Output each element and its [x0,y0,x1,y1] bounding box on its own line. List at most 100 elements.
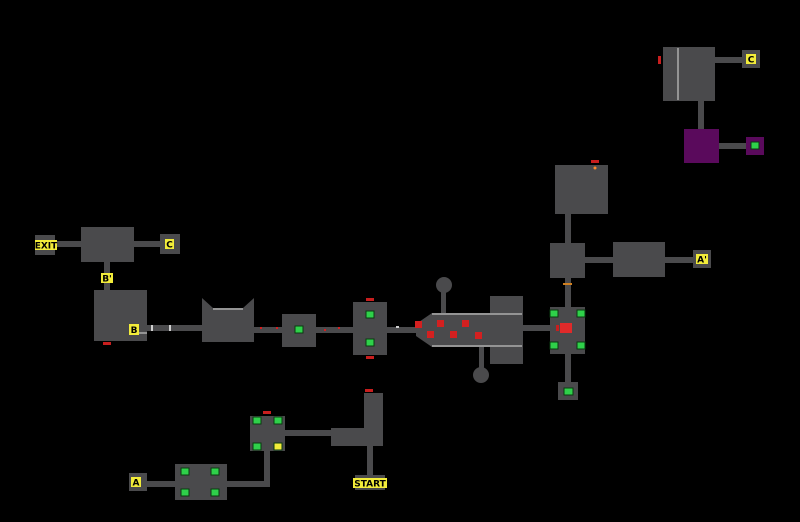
chest-icon [750,141,760,150]
label-start: START [353,478,387,490]
mark [276,327,278,329]
mark [324,329,326,331]
wall-details [133,48,679,347]
room [550,243,585,278]
label-a-right-bg [696,254,708,264]
label-b-top: B' [101,273,113,285]
room [555,165,608,214]
chest-icon [252,416,262,425]
corridor [316,327,353,333]
label-a-left-bg [131,477,141,487]
door [658,56,661,64]
chest-icon [180,467,190,476]
mark [396,326,399,328]
enemy-marker [427,331,434,338]
door [103,342,111,345]
room [331,393,383,446]
chest-icon [549,341,559,350]
corridor [565,353,571,383]
corridor [698,100,704,130]
label-c-top-text: C [748,56,755,66]
chest-icon [563,387,574,396]
room-purple [684,129,719,163]
enemy-marker-large [560,323,572,333]
label-a-right: A' [696,254,708,266]
enemy-marker [462,320,469,327]
label-c-top-bg [746,54,756,64]
mark [151,325,153,331]
label-exit-bg [35,240,57,250]
enemy-marker [475,332,482,339]
floor-marks [151,325,399,331]
chest-icon [273,416,283,425]
chest-icon [365,310,375,319]
room-round [436,277,452,293]
room [663,47,715,101]
corridor [285,430,333,436]
chest-icon [365,338,375,347]
enemy-marker [437,320,444,327]
door [365,389,373,392]
label-b-room-text: B [131,326,138,336]
chest-icon [252,442,262,451]
label-exit: EXIT [35,240,58,252]
label-b-top-text: B' [102,275,112,285]
enemy-marker [450,331,457,338]
chest-icon [576,341,586,350]
corridor [367,445,373,475]
mark [338,327,340,329]
corridor [147,325,202,331]
label-c-mid: C [165,239,174,251]
label-b-top-bg [101,273,113,283]
labels: EXIT C B' B A' C A START [35,54,756,490]
label-a-left-text: A [133,479,140,489]
chest-icon [180,488,190,497]
door-marker [593,166,597,170]
label-c-mid-bg [165,239,174,249]
label-a-left: A [131,477,141,489]
corridor [146,481,176,487]
door [366,298,374,301]
corridor [226,481,269,487]
chest-icon [210,467,220,476]
mark [169,325,171,331]
doors [103,56,661,414]
corridor [254,327,282,333]
door [556,325,559,331]
chest-icon [210,488,220,497]
room [353,302,387,355]
enemy-marker [415,321,422,328]
room [613,242,665,277]
corridor [53,241,81,247]
label-exit-text: EXIT [35,242,58,252]
chest-icon [576,309,586,318]
label-c-top: C [746,54,756,66]
label-start-text: START [354,480,386,490]
corridor [441,290,446,315]
door [591,160,599,163]
label-c-mid-text: C [166,241,173,251]
corridor [565,277,571,307]
corridor [715,57,745,63]
enemies [415,320,572,339]
door [366,356,374,359]
corridor [585,257,615,263]
room [202,298,254,342]
corridor [387,327,417,333]
room [81,227,134,262]
chest-icon [273,442,283,451]
mark [260,327,262,329]
corridor [264,446,270,487]
door-marker [563,283,572,285]
room-hall [416,296,523,364]
corridor [479,343,484,371]
room-round [473,367,489,383]
corridor [565,213,571,243]
door [263,411,271,414]
chest-icon [549,309,559,318]
label-start-bg [353,478,387,488]
label-b-room-bg [129,324,139,335]
corridor [522,325,552,331]
corridors [53,57,749,487]
